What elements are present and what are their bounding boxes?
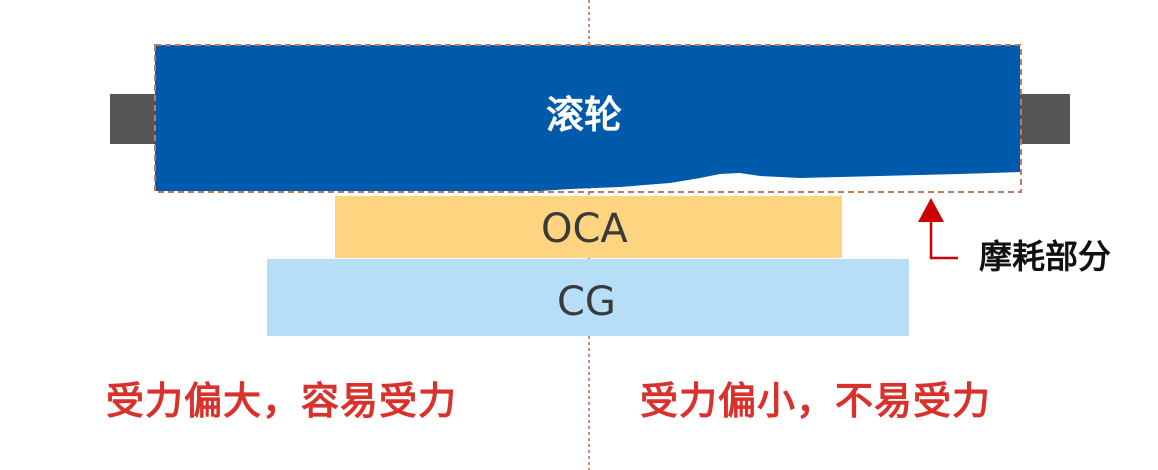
right-caption: 受力偏小，不易受力 (640, 379, 992, 423)
oca-label: OCA (541, 206, 628, 252)
original-outline (154, 44, 1022, 193)
roller-label: 滚轮 (546, 93, 623, 137)
oca-layer (335, 196, 842, 258)
roller-body (155, 45, 1020, 191)
left-caption: 受力偏大，容易受力 (106, 379, 458, 423)
cg-layer (267, 259, 909, 336)
left-axle (110, 94, 156, 144)
wear-arrow-head-icon (918, 198, 944, 222)
wear-arrow-line (929, 214, 958, 260)
cg-label: CG (557, 279, 616, 325)
wear-part-label: 摩耗部分 (979, 237, 1111, 276)
right-axle (1020, 94, 1070, 144)
